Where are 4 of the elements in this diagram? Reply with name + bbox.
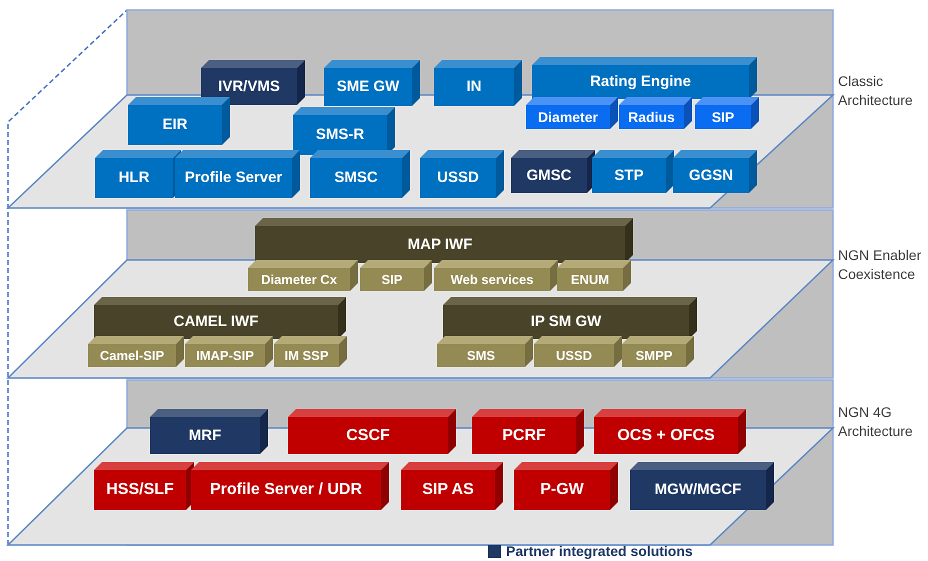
layer-label: NGN 4G Architecture: [838, 403, 914, 441]
layer-label: NGN Enabler Coexistence: [838, 246, 922, 284]
legend-label: Partner integrated solutions: [506, 543, 693, 559]
layer-label: Classic Architecture: [838, 72, 914, 110]
